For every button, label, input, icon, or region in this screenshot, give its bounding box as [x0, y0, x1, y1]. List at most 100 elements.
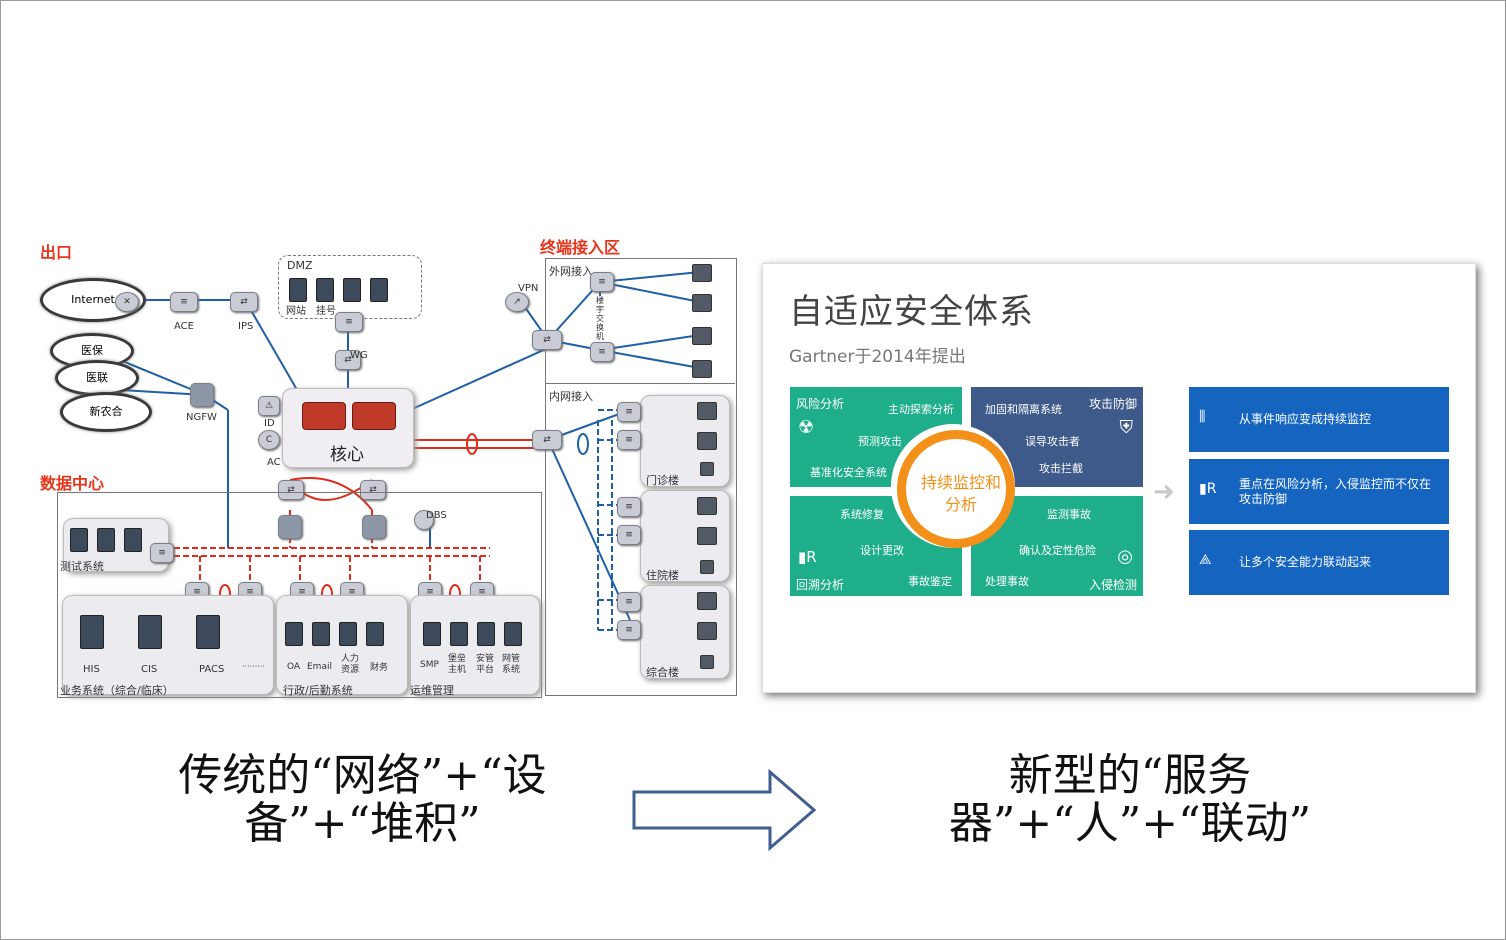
admin-systems-label: 行政/后勤系统: [283, 684, 353, 697]
switch-icon: ⇄: [532, 330, 562, 350]
server-icon: [477, 622, 495, 646]
building-switch-label: 楼宇交换机: [596, 296, 606, 341]
system-label: OA: [287, 662, 301, 672]
server-icon: [504, 622, 522, 646]
panel-title: 自适应安全体系: [789, 292, 1034, 332]
ace-device: ≡: [170, 292, 198, 312]
laptop-icon: [697, 622, 717, 640]
computer-icon: [697, 497, 717, 515]
bar-chart-icon: ▮R: [798, 548, 817, 566]
server-icon: [450, 622, 468, 646]
switch-icon: ⇄: [532, 430, 562, 450]
quadrant-title: 入侵检测: [1088, 578, 1137, 592]
computer-icon: [697, 592, 717, 610]
dbs-label: DBS: [426, 510, 447, 521]
caption-traditional: 传统的“网络”+“设 备”+“堆积”: [120, 752, 605, 848]
quadrant-title: 回溯分析: [796, 578, 845, 592]
quadrant-item: 误导攻击者: [1025, 435, 1080, 448]
benefit-box: ▮R 重点在风险分析，入侵监控而不仅在攻击防御: [1189, 459, 1449, 524]
ace-label: ACE: [174, 321, 194, 332]
vpn-label: VPN: [518, 283, 539, 294]
cloud-label: Internet: [71, 293, 115, 306]
server-icon: [124, 528, 142, 552]
quadrant-item: 设计更改: [860, 544, 904, 557]
analysis-icon: ▮R: [1199, 481, 1217, 497]
system-label: SMP: [420, 660, 439, 670]
benefit-box: ⫼ 从事件响应变成持续监控: [1189, 387, 1449, 452]
cloud-rural-coop: 新农合: [60, 392, 152, 432]
caption-line: 器”+“人”+“联动”: [948, 798, 1312, 849]
cloud-medical-union: 医联: [55, 360, 139, 396]
printer-icon: [700, 655, 714, 669]
building-label: 住院楼: [646, 569, 679, 582]
firewall-icon: [362, 515, 386, 539]
quadrant-title: 攻击防御: [1088, 397, 1137, 411]
adaptive-security-panel: 自适应安全体系 Gartner于2014年提出 风险分析 ☢ 主动探索分析 预测…: [762, 263, 1476, 693]
building-label: 门诊楼: [646, 474, 679, 487]
monitor-icon: ◎: [1117, 546, 1133, 567]
server-icon: [312, 622, 330, 646]
system-label: HIS: [83, 664, 100, 675]
center-label: 持续监控和分析: [921, 473, 1002, 514]
building-label: 综合楼: [646, 666, 679, 679]
caption-line: 传统的“网络”+“设: [178, 750, 547, 801]
firewall-icon: [278, 515, 302, 539]
center-ring: [897, 430, 1015, 548]
cloud-label: 新农合: [89, 405, 123, 418]
core-switch-icon: [352, 402, 396, 430]
server-icon: [339, 622, 357, 646]
right-arrow-icon: ➜: [1153, 477, 1175, 507]
ops-systems-label: 运维管理: [410, 684, 454, 697]
ids-label: ID: [264, 418, 275, 429]
server-icon: [423, 622, 441, 646]
quadrant-intrusion-detection: 入侵检测 ◎ 监测事故 确认及定性危险 处理事故: [971, 496, 1143, 596]
ips-label: IPS: [238, 321, 254, 332]
dmz-register-label: 挂号: [316, 306, 336, 317]
zone-label-datacenter: 数据中心: [40, 474, 105, 493]
switch-icon: ≡: [617, 620, 641, 640]
printer-icon: [700, 462, 714, 476]
server-icon: [196, 615, 220, 649]
router-icon: ✕: [115, 292, 139, 312]
database-icon: [414, 510, 434, 530]
computer-icon: [692, 360, 712, 378]
computer-icon: [692, 264, 712, 282]
benefit-text: 重点在风险分析，入侵监控而不仅在攻击防御: [1239, 476, 1432, 506]
terminal-access-region: [545, 258, 737, 696]
quadrant-item: 主动探索分析: [888, 403, 954, 416]
wg-label: WG: [350, 350, 368, 361]
switch-icon: ≡: [617, 525, 641, 545]
quadrant-item: 事故鉴定: [908, 575, 952, 588]
switch-icon: ≡: [335, 312, 363, 332]
computer-icon: [697, 402, 717, 420]
quadrant-item: 系统修复: [840, 508, 884, 521]
divider: [545, 383, 735, 384]
cloud-label: 医联: [86, 371, 108, 384]
quadrant-title: 风险分析: [796, 397, 845, 411]
system-label: 安管平台: [476, 654, 495, 675]
quadrant-item: 预测攻击: [858, 435, 902, 448]
core-switch-icon: [302, 402, 346, 430]
server-icon: [138, 615, 162, 649]
ips-device: ⇄: [230, 292, 258, 312]
server-icon: [80, 615, 104, 649]
switch-icon: ≡: [590, 272, 614, 292]
server-icon: [289, 278, 307, 302]
printer-icon: [700, 560, 714, 574]
switch-icon: ≡: [150, 543, 174, 563]
zone-label-terminal: 终端接入区: [540, 238, 621, 257]
ac-device: C: [258, 430, 280, 450]
cloud-internet: Internet: [40, 278, 146, 322]
system-label: CIS: [141, 664, 158, 675]
wg-device: ⇄: [335, 350, 361, 370]
dmz-website-label: 网站: [286, 306, 306, 317]
zone-label-exit: 出口: [40, 243, 73, 262]
server-icon: [97, 528, 115, 552]
server-icon: [370, 278, 388, 302]
quadrant-item: 基准化安全系统: [810, 466, 887, 479]
firewall-icon: [190, 383, 214, 407]
server-icon: [316, 278, 334, 302]
internal-access-label: 内网接入: [549, 390, 593, 403]
caption-new: 新型的“服务 器”+“人”+“联动”: [880, 752, 1380, 848]
system-label: 网管系统: [502, 654, 521, 675]
